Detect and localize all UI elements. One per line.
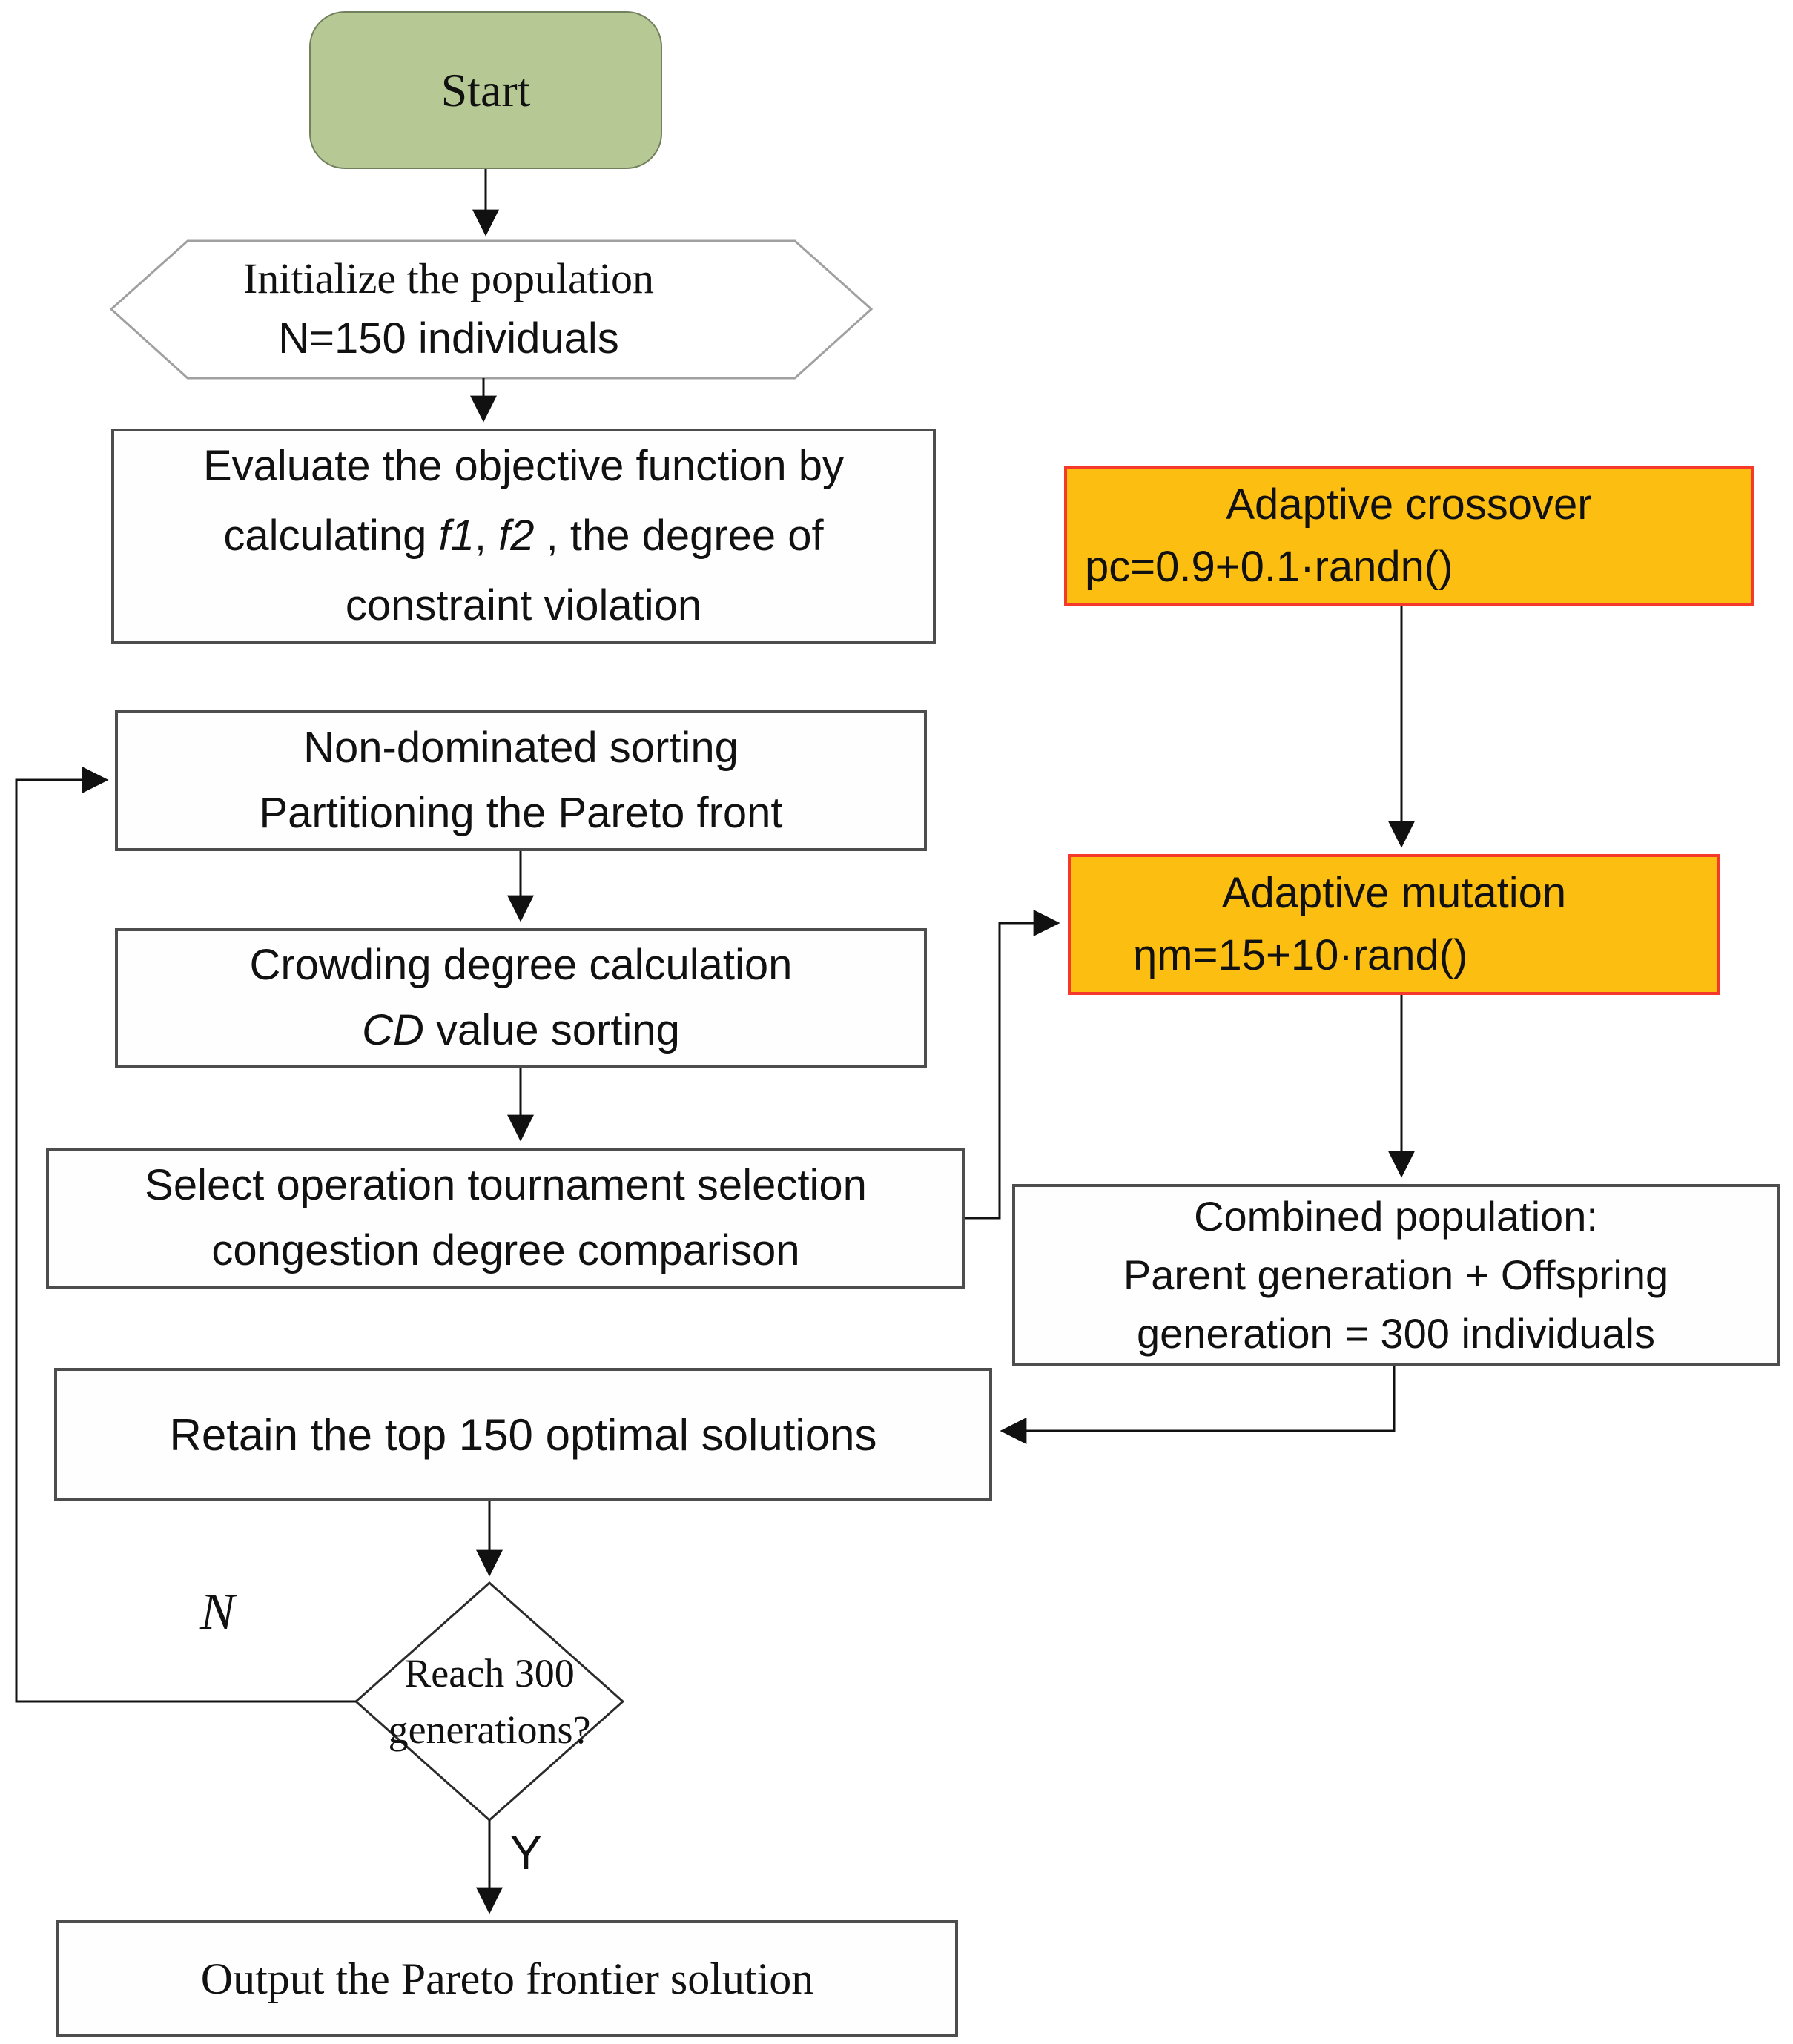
select-line2: congestion degree comparison — [211, 1226, 800, 1274]
evaluate-line1: Evaluate the objective function by — [202, 442, 845, 490]
retain-label: Retain the top 150 optimal solutions — [169, 1409, 877, 1460]
combined-population-box: Combined population: Parent generation +… — [1012, 1184, 1780, 1366]
initialize-hexagon: Initialize the population N=150 individu… — [148, 246, 749, 372]
non-dominated-box: Non-dominated sorting Partitioning the P… — [115, 710, 927, 851]
crowding-line1: Crowding degree calculation — [249, 941, 793, 989]
adaptive-crossover-box: Adaptive crossover pc=0.9+0.1·randn() — [1064, 466, 1754, 606]
arrow-combined-to-retain — [1000, 1366, 1396, 1444]
non-dominated-line1: Non-dominated sorting — [303, 724, 739, 772]
adaptive-mutation-box: Adaptive mutation ηm=15+10·rand() — [1068, 854, 1720, 995]
evaluate-box: Evaluate the objective function by calcu… — [111, 429, 936, 644]
crossover-formula: pc=0.9+0.1·randn() — [1085, 543, 1453, 591]
combined-line2: Parent generation + Offspring — [1123, 1251, 1669, 1298]
cd-symbol: CD — [362, 1006, 424, 1054]
combined-line1: Combined population: — [1194, 1193, 1598, 1240]
decision-line1: Reach 300 — [404, 1651, 575, 1696]
non-dominated-line2: Partitioning the Pareto front — [259, 789, 783, 837]
arrow-loop-n-to-nondominated — [15, 767, 356, 1703]
initialize-hexagon-shape — [109, 239, 874, 380]
output-box: Output the Pareto frontier solution — [56, 1920, 958, 2037]
crossover-line1: Adaptive crossover — [1226, 480, 1592, 529]
select-line1: Select operation tournament selection — [145, 1161, 867, 1209]
evaluate-line2: calculating f1, f2 , the degree of — [223, 512, 824, 560]
select-box: Select operation tournament selection co… — [46, 1148, 965, 1289]
mutation-formula: ηm=15+10·rand() — [1133, 931, 1468, 979]
evaluate-line3: constraint violation — [345, 581, 702, 629]
start-label: Start — [440, 63, 531, 116]
f2-symbol: f2 — [498, 512, 535, 560]
edge-label-yes: Y — [510, 1826, 542, 1879]
edge-label-no: N — [200, 1584, 235, 1641]
decision-line2: generations? — [388, 1707, 591, 1752]
crowding-line2: CD value sorting — [362, 1006, 680, 1054]
retain-box: Retain the top 150 optimal solutions — [54, 1368, 992, 1501]
initialize-line1: Initialize the population — [242, 254, 655, 302]
initialize-line2: N=150 individuals — [278, 314, 619, 363]
start-node: Start — [309, 11, 662, 169]
mutation-line1: Adaptive mutation — [1221, 869, 1567, 917]
combined-line3: generation = 300 individuals — [1137, 1310, 1655, 1357]
output-label: Output the Pareto frontier solution — [200, 1954, 814, 2003]
crowding-box: Crowding degree calculation CD value sor… — [115, 928, 927, 1068]
decision-diamond: Reach 300 generations? — [356, 1635, 623, 1768]
arrow-select-to-mutation — [965, 910, 1060, 1220]
f1-symbol: f1 — [438, 512, 475, 560]
